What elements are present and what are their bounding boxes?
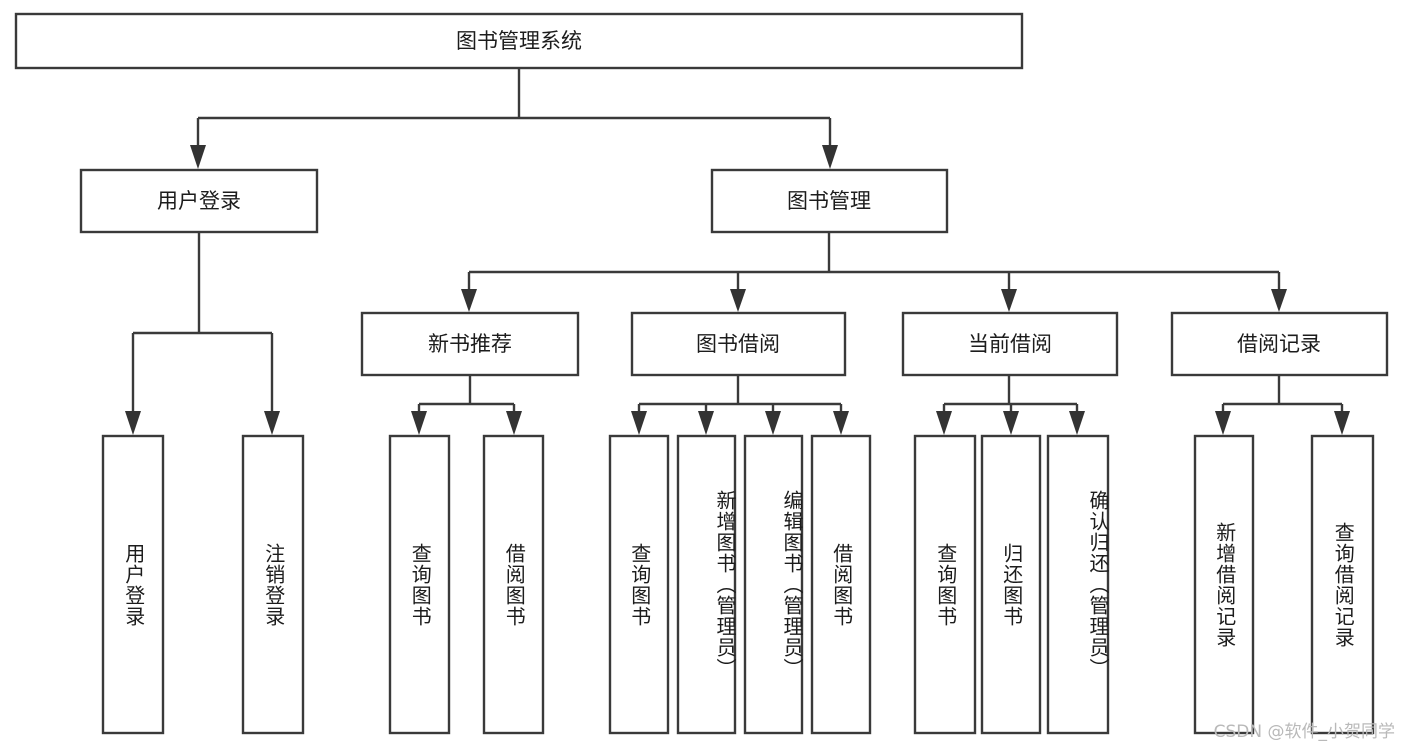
node-current-borrow-label: 当前借阅 (968, 332, 1052, 356)
node-user-login-label: 用户登录 (157, 189, 241, 213)
node-leaf-return-book[interactable] (980, 434, 1042, 735)
csdn-watermark: CSDN @软件_小贺同学 (1213, 722, 1395, 742)
node-new-book-rec-label: 新书推荐 (428, 332, 512, 356)
node-root[interactable]: 图书管理系统 (14, 12, 1024, 70)
connector-borrowrecord-to-leaves (1215, 375, 1350, 435)
connector-bookmanage-to-level3 (461, 232, 1287, 312)
connector-userlogin-to-leaves (125, 232, 280, 435)
node-leaf-edit-book[interactable] (743, 434, 804, 735)
node-borrow-record[interactable]: 借阅记录 (1170, 311, 1389, 377)
node-current-borrow[interactable]: 当前借阅 (901, 311, 1119, 377)
connector-bookborrow-to-leaves (631, 375, 849, 435)
node-leaf-confirm-return[interactable] (1046, 434, 1110, 735)
node-book-manage-label: 图书管理 (787, 189, 871, 213)
node-book-borrow-label: 图书借阅 (696, 332, 780, 356)
node-new-book-rec[interactable]: 新书推荐 (360, 311, 580, 377)
node-leaf-query-book-1[interactable] (388, 434, 451, 735)
connector-newbookrec-to-leaves (411, 375, 522, 435)
node-leaf-query-book-2[interactable] (608, 434, 670, 735)
node-leaf-user-login[interactable] (101, 434, 165, 735)
node-leaf-query-book-3[interactable] (913, 434, 977, 735)
node-leaf-add-record[interactable] (1193, 434, 1255, 735)
node-leaf-query-record[interactable] (1310, 434, 1375, 735)
connector-currentborrow-to-leaves (936, 375, 1085, 435)
connector-root-to-level2 (190, 68, 838, 169)
node-user-login[interactable]: 用户登录 (79, 168, 319, 234)
node-root-label: 图书管理系统 (456, 29, 582, 53)
node-leaf-logout[interactable] (241, 434, 305, 735)
node-leaf-add-book[interactable] (676, 434, 737, 735)
node-leaf-borrow-book-1[interactable] (482, 434, 545, 735)
node-leaf-borrow-book-2[interactable] (810, 434, 872, 735)
node-book-borrow[interactable]: 图书借阅 (630, 311, 847, 377)
node-borrow-record-label: 借阅记录 (1237, 332, 1321, 356)
node-book-manage[interactable]: 图书管理 (710, 168, 949, 234)
